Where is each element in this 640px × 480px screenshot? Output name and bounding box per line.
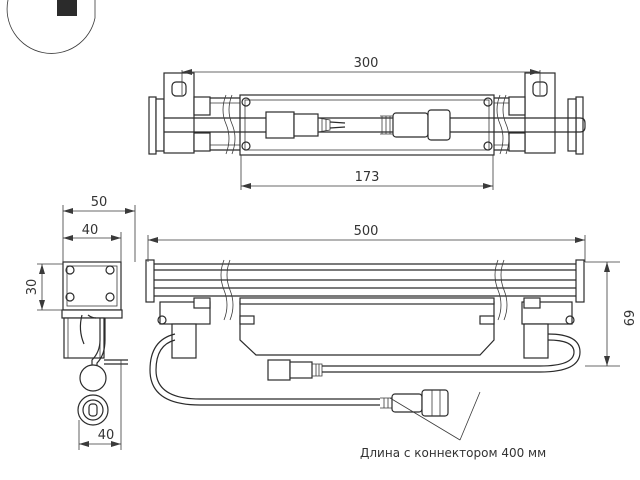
connector-length-note: Длина с коннектором 400 мм — [360, 446, 546, 460]
dimension-300: 300 — [181, 56, 541, 95]
dimension-label-500: 500 — [354, 224, 379, 239]
top-view — [148, 72, 586, 156]
front-view — [145, 259, 585, 441]
dimension-50: 50 — [62, 195, 136, 262]
dimension-500: 500 — [147, 224, 586, 262]
dimension-label-300: 300 — [354, 56, 379, 71]
side-view — [61, 261, 128, 426]
dimension-label-69: 69 — [620, 310, 635, 327]
dimension-label-30: 30 — [25, 279, 40, 296]
dimension-40-top: 40 — [63, 223, 122, 262]
dimension-69: 69 — [585, 261, 635, 367]
dimension-173: 173 — [240, 155, 494, 190]
dimension-40-bottom: 40 — [78, 360, 122, 450]
dimension-label-50: 50 — [91, 195, 108, 210]
dimension-label-40-top: 40 — [82, 223, 99, 238]
logo-partial — [6, 0, 96, 54]
dimension-label-173: 173 — [355, 170, 380, 185]
dimension-30: 30 — [25, 263, 63, 311]
dimension-label-40-bottom: 40 — [98, 428, 115, 443]
